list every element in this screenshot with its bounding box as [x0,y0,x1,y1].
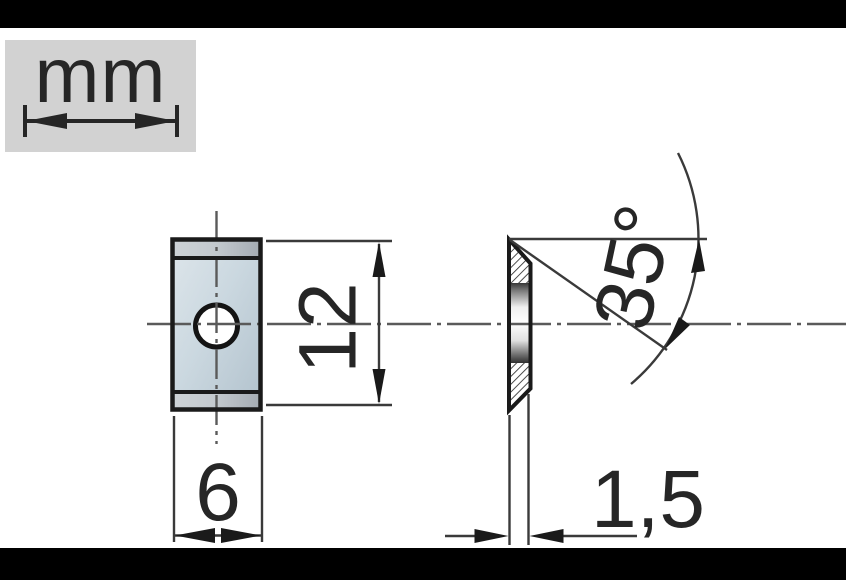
arrowhead-arc-bottom [665,317,690,349]
section-hatch-top [511,242,529,283]
double-arrow-icon [23,105,179,137]
top-border-bar [0,0,846,28]
dim-width [172,416,264,543]
arrowhead-right [221,528,261,543]
front-view-outline [170,237,263,412]
dim-angle [509,152,707,385]
unit-badge: mm [5,36,196,152]
bevel-angle-line [509,239,668,351]
arrowhead-down [372,369,386,404]
arrowhead-right [474,529,509,543]
bottom-border-bar [0,548,846,580]
dim-width-label: 6 [195,447,241,538]
arrowhead-left [529,529,564,543]
dim-thickness-label: 1,5 [591,454,705,545]
arrowhead-up [372,242,386,277]
dim-height [266,239,392,407]
unit-label: mm [34,31,167,119]
dim-thickness [445,394,637,545]
arrowhead-arc-top [691,239,705,273]
dim-angle-label: 35° [577,197,692,337]
side-view-outline [507,234,533,416]
section-hatch-bottom [511,363,529,408]
dim-height-label: 12 [283,282,374,373]
arrowhead-left [175,528,215,543]
angle-arc [630,152,700,385]
